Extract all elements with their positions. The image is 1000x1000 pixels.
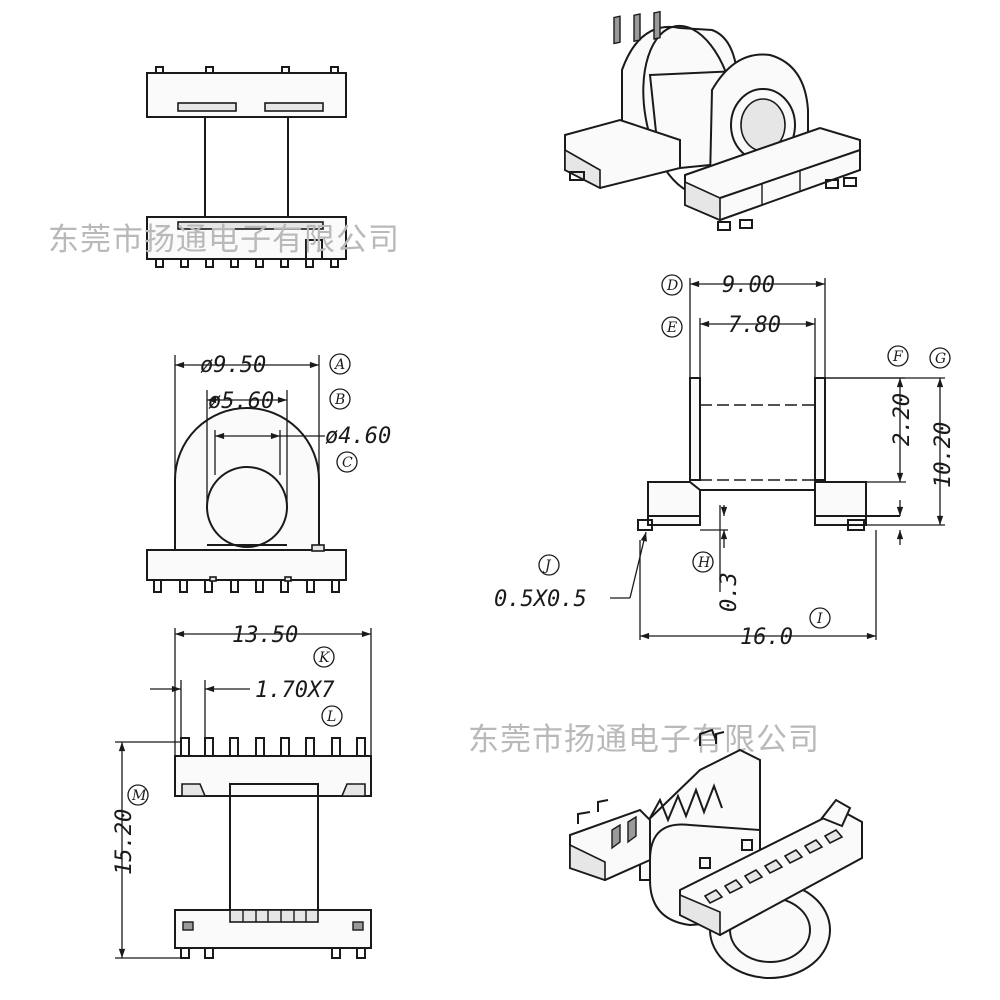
svg-text:I: I <box>816 611 823 627</box>
top-view <box>146 66 347 268</box>
front-view <box>146 355 347 593</box>
callout-i: I <box>809 607 831 629</box>
svg-text:F: F <box>892 349 904 365</box>
callout-f: F <box>887 345 909 367</box>
dim-inner-diameter: ø5.60 <box>208 389 274 414</box>
dim-pin-pitch: 1.70X7 <box>255 678 335 703</box>
svg-text:J: J <box>542 558 552 574</box>
svg-text:D: D <box>666 278 678 294</box>
callout-k: K <box>313 646 335 668</box>
callout-d: D <box>661 274 683 296</box>
dim-flange-width: 9.00 <box>722 273 775 298</box>
svg-text:G: G <box>935 351 946 367</box>
callout-h: H <box>692 551 714 573</box>
bottom-base-top <box>174 755 372 797</box>
watermark-text: 东莞市扬通电子有限公司 <box>48 222 400 258</box>
svg-text:A: A <box>333 357 345 373</box>
isometric-view-bottom <box>569 728 863 979</box>
bottom-view <box>115 628 372 959</box>
bottom-base-lower <box>174 909 372 949</box>
dim-pin-offset: 0.3 <box>717 572 742 612</box>
callout-a: A <box>329 353 351 375</box>
dim-inner-width: 7.80 <box>728 313 781 338</box>
side-view <box>610 278 945 640</box>
callout-m: M <box>127 784 149 806</box>
front-base <box>146 549 347 581</box>
svg-text:H: H <box>697 555 711 571</box>
callout-c: C <box>336 451 358 473</box>
dim-outer-diameter: ø9.50 <box>200 353 266 378</box>
dim-total-height: 10.20 <box>931 422 956 488</box>
watermark-text-2: 东莞市扬通电子有限公司 <box>468 722 820 758</box>
dim-flange-height: 2.20 <box>890 393 915 446</box>
svg-text:K: K <box>318 650 331 666</box>
dim-base-width: 13.50 <box>232 623 298 648</box>
svg-text:C: C <box>342 455 353 471</box>
svg-text:B: B <box>334 392 345 408</box>
callout-g: G <box>929 347 951 369</box>
callout-l: L <box>321 705 343 727</box>
isometric-view-top <box>564 10 861 231</box>
callout-b: B <box>329 388 351 410</box>
svg-text:E: E <box>666 320 677 336</box>
dim-overall-length: 16.0 <box>740 625 793 650</box>
callout-j: J <box>538 554 560 576</box>
svg-text:M: M <box>131 788 147 804</box>
callout-e: E <box>661 316 683 338</box>
dim-core-diameter: ø4.60 <box>325 424 391 449</box>
dim-base-depth: 15.20 <box>112 809 137 875</box>
dim-chamfer: 0.5X0.5 <box>494 587 587 612</box>
bobbin-core <box>204 116 289 218</box>
svg-text:L: L <box>326 709 336 725</box>
